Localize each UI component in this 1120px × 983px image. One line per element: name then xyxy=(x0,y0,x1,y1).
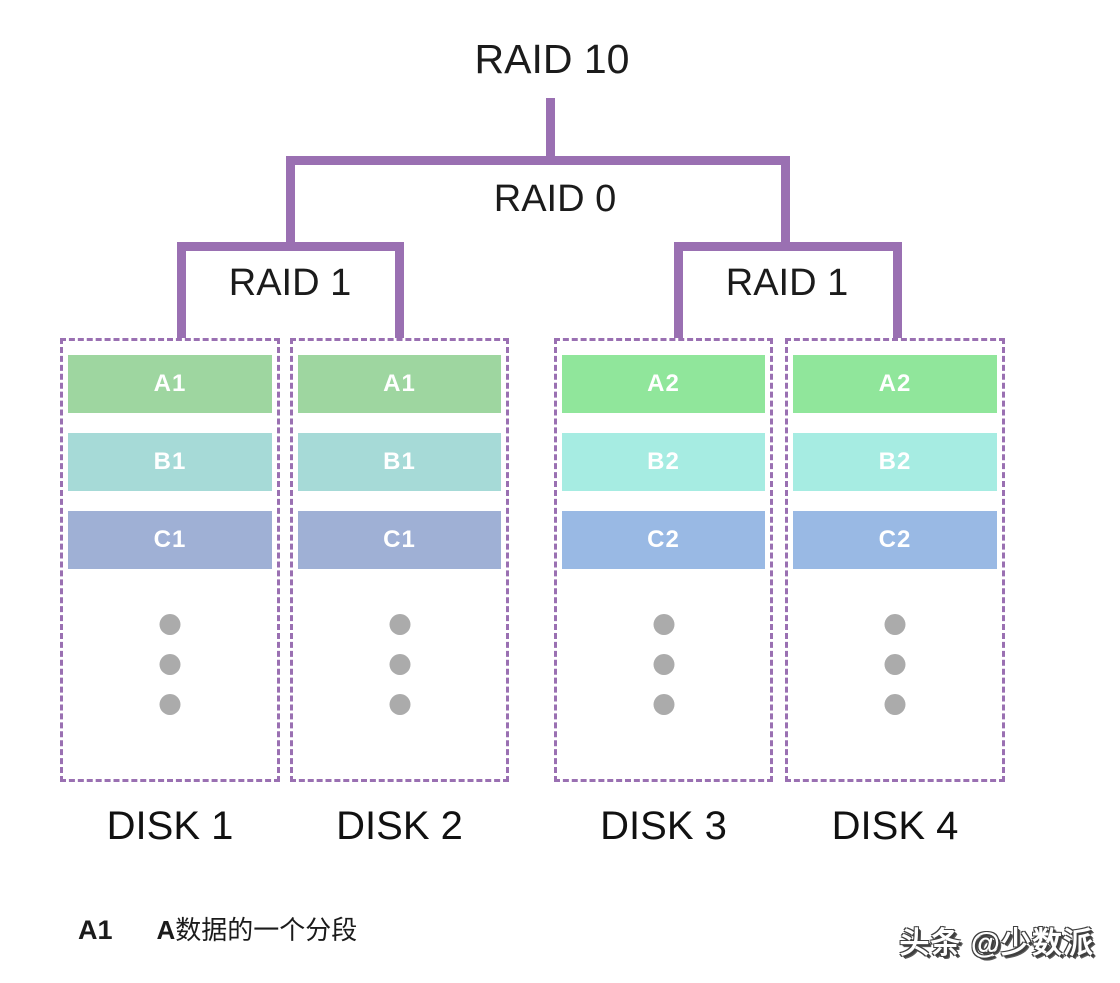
disk1-block-b: B1 xyxy=(68,433,272,491)
disk3-label: DISK 3 xyxy=(600,804,727,848)
disk3-block-c: C2 xyxy=(562,511,765,569)
disk2-block-a: A1 xyxy=(298,355,501,413)
disk1-box: A1 B1 C1 xyxy=(60,338,280,782)
disk1-label: DISK 1 xyxy=(106,804,234,848)
legend-description-rest: 数据的一个分段 xyxy=(175,915,358,945)
legend: A1 A数据的一个分段 xyxy=(78,910,357,947)
raid1-left-label: RAID 1 xyxy=(228,262,352,304)
tree-line-disk3-drop xyxy=(674,242,683,348)
ellipsis-dot xyxy=(389,694,410,715)
tree-line-right-drop xyxy=(781,156,790,251)
tree-line-raid1-left-bar xyxy=(177,242,404,251)
raid1-right-label: RAID 1 xyxy=(725,262,849,304)
disk4-box: A2 B2 C2 xyxy=(785,338,1005,782)
disk4-block-c: C2 xyxy=(793,511,997,569)
ellipsis-dot xyxy=(389,614,410,635)
legend-description: A数据的一个分段 xyxy=(157,910,358,947)
disk4-block-a: A2 xyxy=(793,355,997,413)
tree-line-disk1-drop xyxy=(177,242,186,348)
raid10-title: RAID 10 xyxy=(474,36,630,82)
disk2-block-c: C1 xyxy=(298,511,501,569)
ellipsis-dot xyxy=(159,694,181,715)
watermark: 头条 @少数派 xyxy=(899,927,1094,960)
tree-line-raid1-right-bar xyxy=(674,242,902,251)
disk3-box: A2 B2 C2 xyxy=(554,338,773,782)
ellipsis-dot xyxy=(884,694,906,715)
ellipsis-dot xyxy=(159,614,181,635)
tree-line-root-stem xyxy=(546,98,555,160)
disk2-box: A1 B1 C1 xyxy=(290,338,509,782)
ellipsis-dot xyxy=(884,614,906,635)
legend-description-bold: A xyxy=(156,915,176,945)
disk3-block-a: A2 xyxy=(562,355,765,413)
tree-line-left-drop xyxy=(286,156,295,251)
tree-line-raid0-bar xyxy=(286,156,790,165)
ellipsis-dot xyxy=(653,614,674,635)
ellipsis-dot xyxy=(653,694,674,715)
legend-key: A1 xyxy=(78,915,113,945)
raid0-label: RAID 0 xyxy=(493,178,617,220)
disk4-block-b: B2 xyxy=(793,433,997,491)
disk2-block-b: B1 xyxy=(298,433,501,491)
ellipsis-dot xyxy=(653,654,674,675)
ellipsis-dot xyxy=(884,654,906,675)
disk2-label: DISK 2 xyxy=(336,804,463,848)
disk1-block-c: C1 xyxy=(68,511,272,569)
tree-line-disk4-drop xyxy=(893,242,902,348)
disk1-block-a: A1 xyxy=(68,355,272,413)
ellipsis-dot xyxy=(159,654,181,675)
disk3-block-b: B2 xyxy=(562,433,765,491)
disk4-label: DISK 4 xyxy=(831,804,959,848)
tree-line-disk2-drop xyxy=(395,242,404,348)
ellipsis-dot xyxy=(389,654,410,675)
